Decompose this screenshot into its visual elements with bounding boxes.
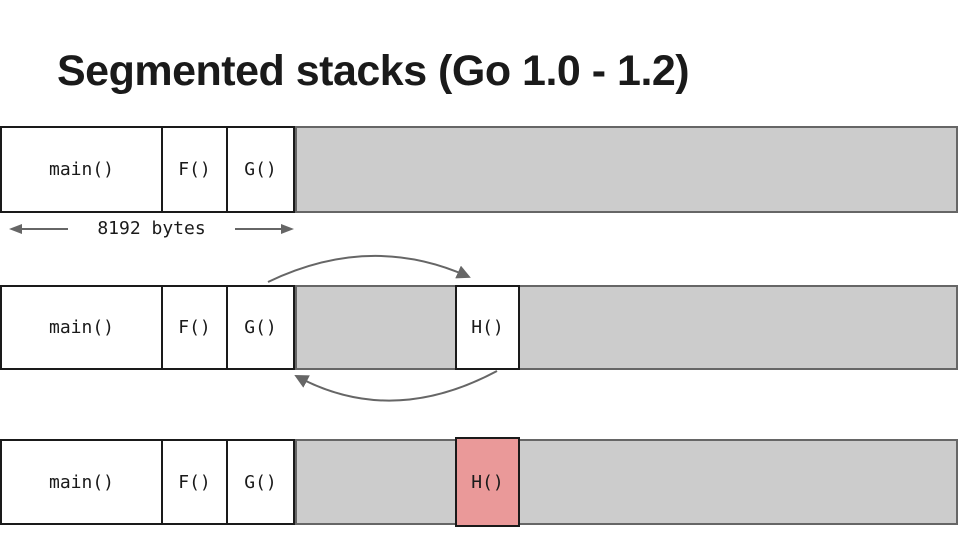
stack-shrink-arrow-icon [294,370,498,402]
free-space-bar [295,285,958,370]
stack-frame-f: F() [161,126,228,213]
stack-frame-main: main() [0,126,163,213]
stack-segment-row-grown: main() F() G() H() [0,285,960,370]
stack-frame-main: main() [0,285,163,370]
frame-label: main() [48,471,115,493]
frame-label: main() [48,317,115,338]
frame-label: G() [244,159,277,180]
stack-segment-row-initial: main() F() G() [0,126,960,213]
slide-title: Segmented stacks (Go 1.0 - 1.2) [57,47,690,95]
frame-label: F() [178,317,211,338]
stack-frame-f: F() [161,439,228,525]
stack-frame-main: main() [0,439,163,525]
stack-frame-g: G() [226,285,295,370]
arrow-right-icon [235,224,294,234]
frame-label: F() [178,159,211,180]
free-space-bar [295,439,958,525]
frame-label: G() [244,317,277,338]
stack-segment-row-hot-split: main() F() G() H() [0,437,960,527]
stack-frame-h: H() [455,285,520,370]
frame-label: F() [178,471,211,493]
stack-frame-f: F() [161,285,228,370]
frame-label: H() [471,471,504,493]
stack-frame-g: G() [226,439,295,525]
arrow-left-icon [9,224,68,234]
free-space-bar [295,126,958,213]
frame-label: main() [48,159,115,180]
segment-size-label: 8192 bytes [97,218,206,239]
stack-grow-arrow-icon [267,254,471,283]
stack-frame-h-highlighted: H() [455,437,520,527]
frame-label: G() [244,471,277,493]
stack-frame-g: G() [226,126,295,213]
segment-size-annotation: 8192 bytes [0,213,295,245]
frame-label: H() [471,317,504,338]
